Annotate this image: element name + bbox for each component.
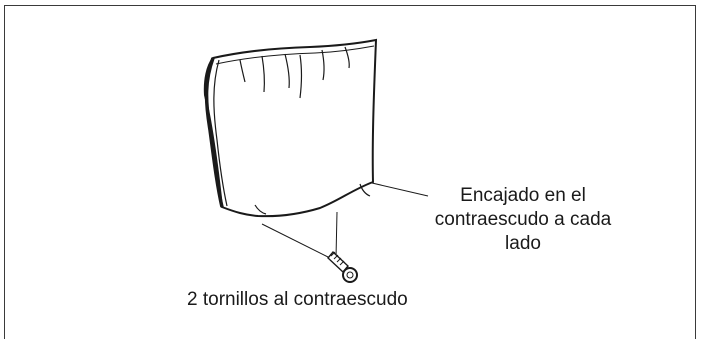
shield-bottom-notch: [254, 204, 267, 215]
shield-left-edge: [204, 57, 224, 208]
shield-bottom-notch-right: [359, 183, 371, 197]
screws-callout-label: 2 tornillos al contraescudo: [187, 289, 408, 310]
shield-top-fold-3: [284, 53, 290, 89]
shield-panel: [203, 38, 378, 218]
shield-top-rim: [215, 45, 375, 65]
fit-callout-line-2: contraescudo a cada: [434, 208, 612, 230]
shield-left-inner-edge: [213, 59, 228, 207]
fit-callout-label: Encajado en el contraescudo a cada lado: [428, 184, 618, 255]
shield-top-fold-1: [239, 59, 246, 83]
screw-leader-left: [261, 223, 331, 259]
fit-leader-line: [371, 182, 429, 197]
figure-frame: [4, 5, 696, 339]
fit-callout-line-3: lado: [505, 232, 541, 254]
shield-top-fold-4: [299, 54, 303, 99]
screw-icon: [327, 250, 358, 283]
fit-callout-line-1: Encajado en el: [460, 185, 586, 206]
shield-top-fold-6: [344, 46, 350, 69]
shield-top-fold-2: [261, 55, 265, 93]
screw-leader-right: [335, 211, 338, 259]
